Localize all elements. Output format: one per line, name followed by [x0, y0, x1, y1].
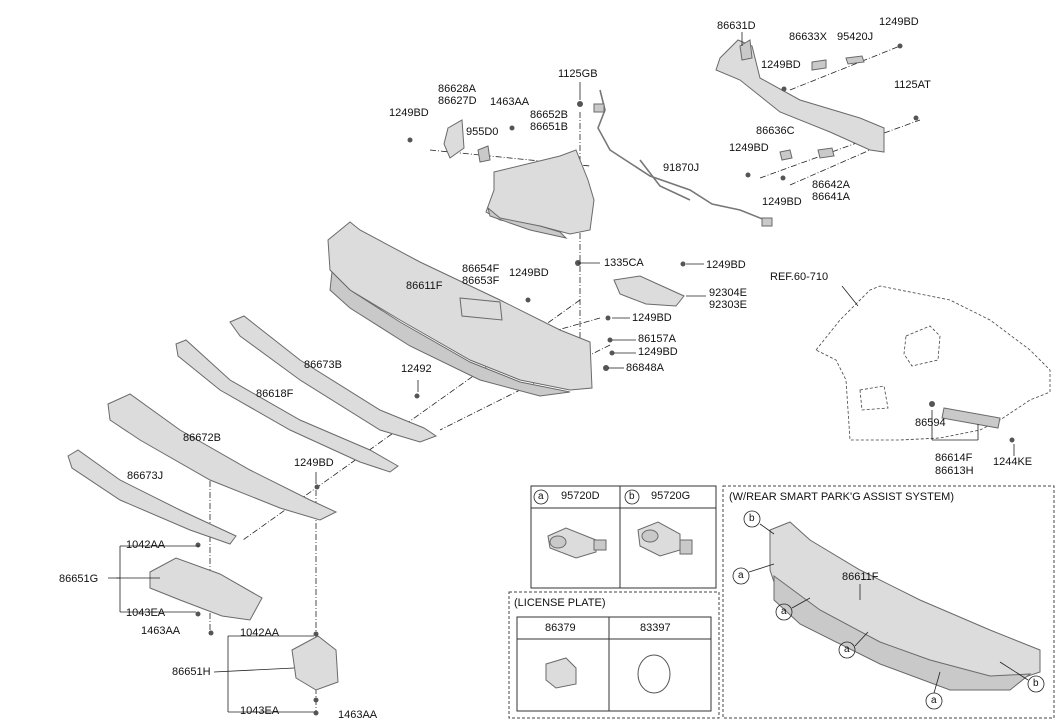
label-86611F: 86611F — [406, 280, 443, 292]
main-bumper-86611F — [327, 221, 593, 397]
label-1463AA-g: 1463AA — [141, 625, 181, 637]
label-1249BD-lower: 1249BD — [294, 457, 334, 469]
label-86613H: 86613H — [935, 465, 974, 477]
smart-park-frame — [722, 485, 1055, 719]
bracket-86628A — [407, 119, 515, 163]
label-86654F: 86654F — [462, 263, 500, 275]
license-plate-part-2: 83397 — [640, 622, 671, 634]
license-plate-frame — [508, 591, 720, 719]
upper-bracket-86631D — [715, 39, 919, 181]
label-92304E: 92304E — [709, 287, 747, 299]
label-86673J: 86673J — [127, 470, 164, 482]
label-86627D: 86627D — [438, 95, 477, 107]
label-1463AA-top: 1463AA — [490, 96, 530, 108]
smart-park-callout-a-3: a — [844, 644, 850, 655]
label-86673B: 86673B — [304, 359, 342, 371]
label-86651G: 86651G — [59, 573, 99, 585]
label-1043EA-h: 1043EA — [240, 705, 280, 717]
label-86618F: 86618F — [256, 388, 294, 400]
label-1335CA: 1335CA — [604, 257, 644, 269]
label-95420J: 95420J — [837, 31, 874, 43]
label-92303E: 92303E — [709, 299, 747, 311]
label-1249BD-86654F: 1249BD — [509, 267, 549, 279]
bumper-upper-cover — [485, 101, 595, 239]
label-1249BD-86157A: 1249BD — [638, 346, 678, 358]
label-86631D: 86631D — [717, 20, 756, 32]
label-86848A: 86848A — [626, 362, 664, 374]
label-1125GB: 1125GB — [558, 68, 598, 80]
label-1463AA-h: 1463AA — [338, 709, 378, 721]
smart-park-callout-a-4: a — [931, 695, 937, 706]
label-ref-60-710: REF.60-710 — [770, 271, 829, 283]
label-86653F: 86653F — [462, 275, 500, 287]
sensor-b-part: 95720G — [651, 490, 691, 502]
body-panel-ref — [815, 285, 1051, 443]
label-1249BD-bracket: 1249BD — [761, 59, 801, 71]
label-1249BD-center: 1249BD — [632, 312, 672, 324]
label-86636C: 86636C — [756, 125, 795, 137]
label-86652B: 86652B — [530, 109, 568, 121]
sensor-table-frame — [530, 485, 717, 589]
label-1043EA-g: 1043EA — [126, 607, 166, 619]
sensor-a-letter: a — [538, 491, 544, 502]
smart-park-callout-b-1: b — [749, 513, 755, 524]
label-12492: 12492 — [401, 363, 432, 375]
bracket-86654F — [459, 297, 531, 321]
molding-86673B — [229, 315, 438, 443]
label-1244KE: 1244KE — [993, 456, 1033, 468]
label-1249BD-86628A: 1249BD — [389, 107, 429, 119]
label-86642A: 86642A — [812, 179, 850, 191]
label-1249BD-top-right: 1249BD — [879, 16, 919, 28]
label-86672B: 86672B — [183, 432, 221, 444]
label-86614F: 86614F — [935, 452, 973, 464]
undercover-86651G — [149, 542, 263, 636]
lower-86673J — [67, 449, 237, 545]
label-1249BD-86641A: 1249BD — [762, 196, 802, 208]
strip-86618F — [175, 339, 420, 473]
smart-park-title: (W/REAR SMART PARK'G ASSIST SYSTEM) — [729, 491, 954, 503]
lower-86672B — [107, 393, 338, 521]
label-1125AT: 1125AT — [894, 79, 931, 91]
label-86628A: 86628A — [438, 83, 476, 95]
label-86641A: 86641A — [812, 191, 850, 203]
wiring-harness-91870J — [593, 89, 773, 227]
label-86157A: 86157A — [638, 333, 676, 345]
label-86594: 86594 — [915, 417, 946, 429]
smart-park-callout-a-2: a — [781, 606, 787, 617]
label-1042AA-h: 1042AA — [240, 627, 280, 639]
smart-park-callout-b-2: b — [1033, 678, 1039, 689]
undercover-86651H — [291, 631, 339, 716]
label-1042AA-g: 1042AA — [126, 539, 166, 551]
license-plate-part-1: 86379 — [545, 622, 576, 634]
label-86651B: 86651B — [530, 121, 568, 133]
license-plate-title: (LICENSE PLATE) — [514, 597, 606, 609]
label-91870J: 91870J — [663, 162, 700, 174]
reflector-92304E — [575, 260, 686, 371]
label-86633X: 86633X — [789, 31, 827, 43]
label-1249BD-reflector: 1249BD — [706, 259, 746, 271]
label-1249BD-86636C: 1249BD — [729, 142, 769, 154]
sensor-b-letter: b — [629, 491, 635, 502]
leader-lines — [108, 32, 1015, 713]
label-955D0: 955D0 — [466, 126, 499, 138]
label-86651H: 86651H — [172, 666, 211, 678]
smart-park-callout-a-1: a — [738, 570, 744, 581]
sensor-a-part: 95720D — [561, 490, 600, 502]
smart-park-part: 86611F — [842, 571, 879, 583]
